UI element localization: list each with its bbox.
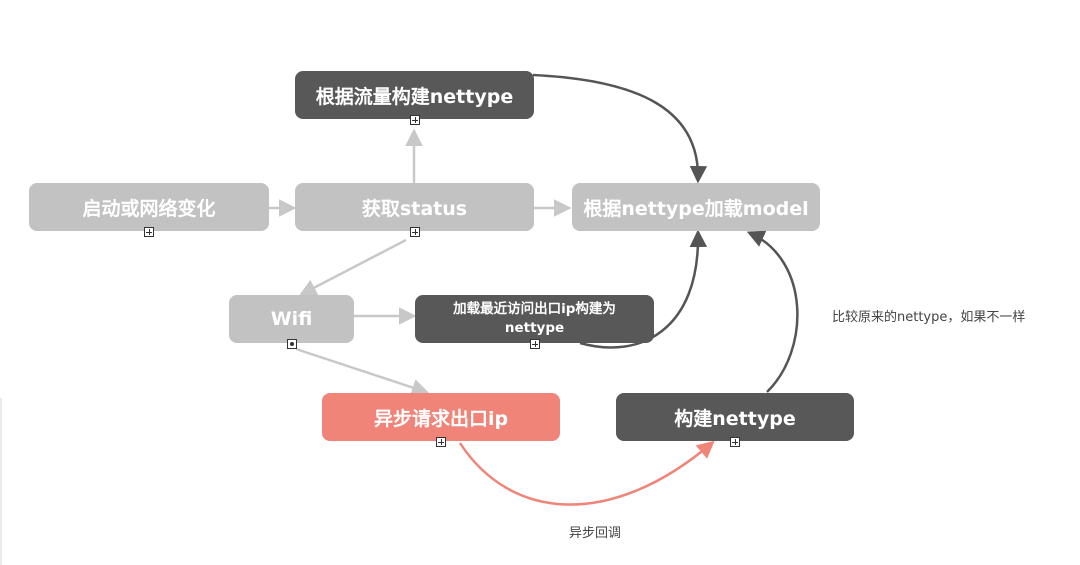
node-startup-or-network-change[interactable]: 启动或网络变化 [29, 183, 269, 231]
expand-icon[interactable] [144, 227, 154, 237]
node-async-request-exit-ip[interactable]: 异步请求出口ip [322, 393, 560, 441]
node-build-nettype[interactable]: 构建nettype [616, 393, 854, 441]
expand-icon[interactable] [530, 339, 540, 349]
edge-recent-to-model [579, 229, 708, 349]
node-load-model[interactable]: 根据nettype加载model [572, 183, 820, 231]
edge-wifi-to-async [295, 347, 430, 396]
edge-status-to-wifi [298, 238, 407, 296]
expand-icon[interactable] [436, 437, 446, 447]
edge-build-to-model [746, 230, 799, 393]
expand-icon[interactable] [410, 115, 420, 125]
expand-icon[interactable] [410, 227, 420, 237]
collapse-icon[interactable] [287, 339, 297, 349]
edge-async-to-build [458, 440, 715, 506]
edge-label-callback: 异步回调 [569, 526, 622, 541]
node-wifi[interactable]: Wifi [229, 295, 354, 343]
expand-icon[interactable] [730, 437, 740, 447]
left-border [0, 398, 2, 565]
node-load-recent-exit-ip[interactable]: 加载最近访问出口ip构建为nettype [415, 295, 654, 343]
node-build-by-traffic[interactable]: 根据流量构建nettype [295, 71, 534, 119]
edge-flow-to-model [532, 73, 708, 184]
node-get-status[interactable]: 获取status [295, 183, 534, 231]
edge-label-compare: 比较原来的nettype，如果不一样 [832, 310, 1026, 325]
